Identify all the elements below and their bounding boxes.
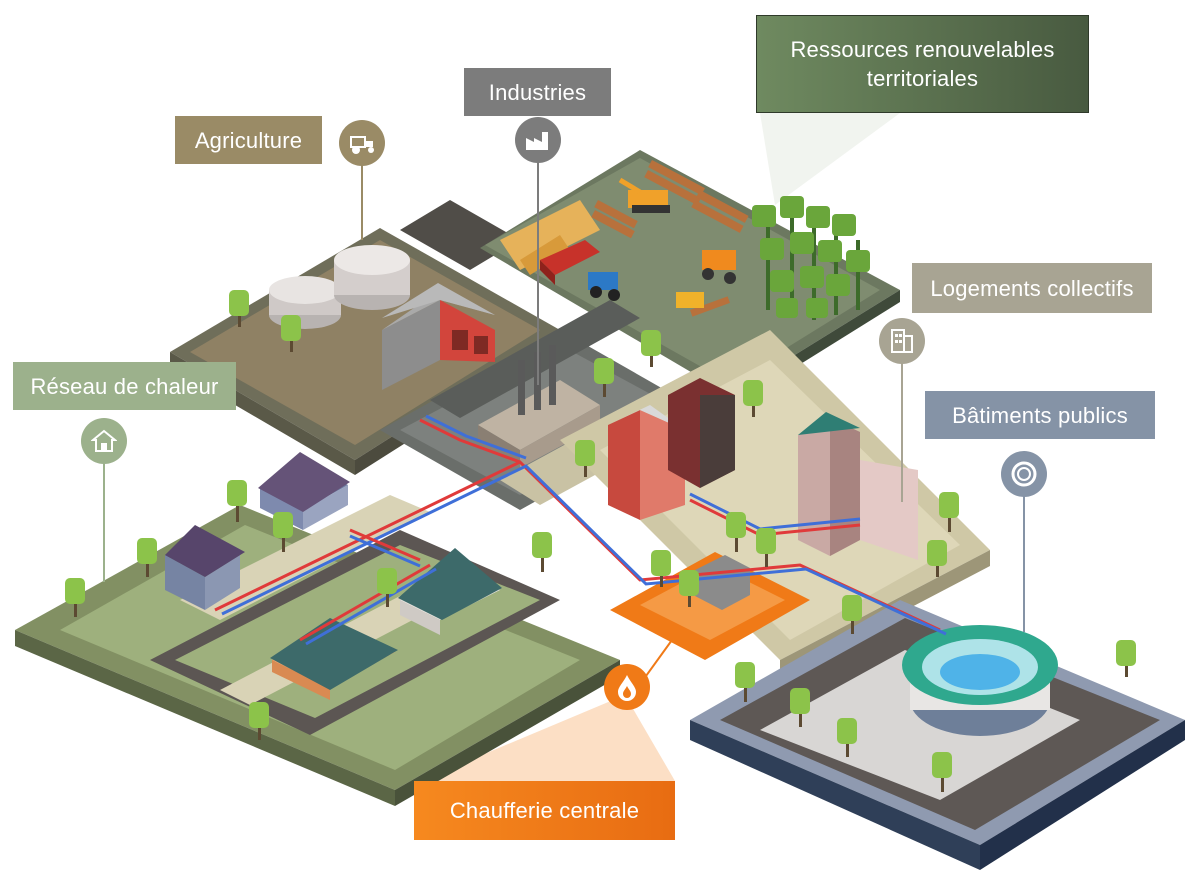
apartment-building-icon bbox=[879, 318, 925, 364]
forest bbox=[752, 196, 870, 320]
batiments-label-text: Bâtiments publics bbox=[952, 402, 1128, 428]
truck bbox=[540, 240, 620, 301]
stadium bbox=[902, 625, 1058, 736]
log-piles bbox=[591, 160, 749, 317]
industries-label: Industries bbox=[464, 68, 611, 116]
heat-network-pipes bbox=[214, 414, 947, 646]
agriculture-label: Agriculture bbox=[175, 116, 322, 164]
barn bbox=[382, 283, 495, 390]
apartment-right bbox=[798, 412, 918, 560]
ressources-label: Ressources renouvelables territoriales bbox=[756, 15, 1089, 113]
apartment-dark bbox=[668, 378, 735, 488]
chaufferie-label-text: Chaufferie centrale bbox=[449, 798, 640, 823]
factory-icon bbox=[515, 117, 561, 163]
silo-right bbox=[334, 245, 410, 310]
logements-label: Logements collectifs bbox=[912, 263, 1152, 313]
ressources-label-line1: Ressources renouvelables bbox=[790, 37, 1055, 62]
chaufferie-plot bbox=[610, 552, 810, 660]
chaufferie-label: Chaufferie centrale bbox=[414, 781, 675, 840]
logements-label-text: Logements collectifs bbox=[930, 275, 1134, 301]
resources-block bbox=[480, 150, 900, 408]
reseau-label-text: Réseau de chaleur bbox=[30, 373, 219, 399]
house-white bbox=[398, 548, 502, 635]
pin-stems bbox=[103, 160, 1025, 706]
forestry-machine bbox=[676, 250, 736, 308]
house-icon bbox=[81, 418, 127, 464]
trees bbox=[65, 290, 1136, 792]
flame-drop-icon bbox=[604, 664, 650, 710]
house-blue-1 bbox=[165, 525, 245, 610]
ressources-beam bbox=[760, 113, 900, 205]
house-orange bbox=[270, 618, 398, 700]
reseau-label: Réseau de chaleur bbox=[13, 362, 236, 410]
silo-left bbox=[269, 276, 341, 329]
agriculture-label-text: Agriculture bbox=[194, 127, 303, 153]
industries-label-text: Industries bbox=[488, 79, 587, 105]
ressources-label-line2: territoriales bbox=[866, 66, 979, 91]
chaufferie-beam bbox=[420, 695, 675, 781]
lifebuoy-icon bbox=[1001, 451, 1047, 497]
excavator bbox=[618, 177, 670, 213]
tractor-icon bbox=[339, 120, 385, 166]
batiments-label: Bâtiments publics bbox=[925, 391, 1155, 439]
